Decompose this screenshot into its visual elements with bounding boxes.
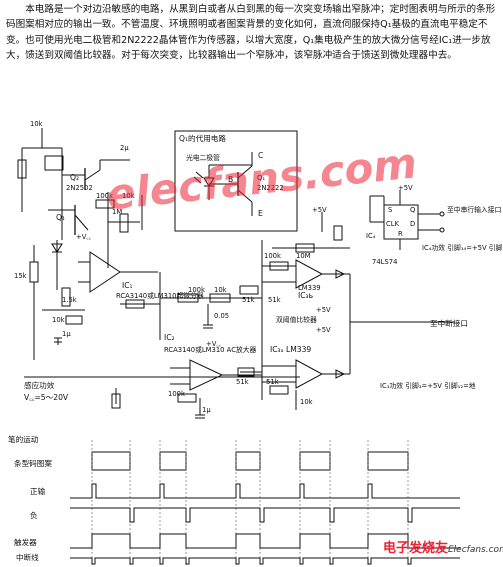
corner-watermark-en: Elecfans.com <box>448 545 503 555</box>
description-paragraph: 本电路是一个对边沿敏感的电路，从黑到白或者从白到黑的每一次突变场输出窄脉冲；定时… <box>6 2 498 64</box>
r-100k-bot: 100k <box>168 390 185 398</box>
r-100k-mid: 100k <box>188 286 205 294</box>
c-0-05: 0.05 <box>214 312 229 320</box>
inset-title: Q₁的代用电路 <box>179 133 226 143</box>
timing-row-label: 正输 <box>30 486 46 496</box>
ic3-lm339-top: LM339 <box>298 284 321 292</box>
r-10k-left: 10k <box>52 316 65 324</box>
ic3-comparators <box>237 212 420 410</box>
r-51k-top: 51k <box>242 296 255 304</box>
plus-vcc-ic2: +V꜀꜀ <box>206 340 222 348</box>
inset-b-label: B <box>228 175 233 184</box>
out-interrupt: 至中断接口 <box>430 318 468 328</box>
r-51k-bot2: 51k <box>266 378 279 386</box>
timing-title: 笔的运动 <box>8 434 39 444</box>
ic4-flipflop <box>369 190 455 323</box>
ic2-desc: RCA3140或LM310 AC放大器 <box>164 345 257 354</box>
plus5v-ic3a: +5V <box>316 326 331 334</box>
q2-r-label: 10k <box>30 120 43 128</box>
ic4-part: 74LS74 <box>372 258 397 266</box>
r-100k-ic3: 100k <box>264 252 281 260</box>
waveform-flipflop <box>70 533 460 549</box>
ic3a-label: IC₃ₐ LM339 <box>270 345 311 354</box>
ic1-desc: RCA3140或LM310超微分器 <box>116 291 204 300</box>
r-10k-bot: 10k <box>300 398 313 406</box>
ff-s: S <box>388 206 392 214</box>
ic3-type: 双阈值比较器 <box>276 315 317 324</box>
waveform-positive <box>70 483 460 499</box>
r-1m-left: 1M <box>112 208 122 216</box>
plus5v-ic3b: +5V <box>316 306 331 314</box>
ff-clk: CLK <box>386 220 400 228</box>
timing-rows: 条型码图案 正输 负 触发器 中断线 <box>14 458 52 562</box>
inset-e-label: E <box>258 209 263 218</box>
timing-row-label: 中断线 <box>16 552 39 562</box>
r-100k-top: 100k <box>96 192 113 200</box>
ic1-label: IC₁ <box>122 281 133 290</box>
q2-part: 2N2502 <box>66 184 93 192</box>
c-1u-bot: 1μ <box>202 406 211 414</box>
inset-box <box>174 130 298 232</box>
barcode-pattern <box>91 451 409 471</box>
corner-watermark-cn: 电子发烧友 <box>383 540 448 556</box>
r-51k-top2: 51k <box>268 296 281 304</box>
plus5v-top: +5V <box>312 206 327 214</box>
description-text: 本电路是一个对边沿敏感的电路，从黑到白或者从白到黑的每一次突变场输出窄脉冲；定时… <box>6 4 496 62</box>
c-1u-left: 1μ <box>62 330 71 338</box>
sensor-section <box>17 128 143 360</box>
inset-q1-label: Q₁ <box>257 174 265 182</box>
plus5v-ic4: +5V <box>398 184 413 192</box>
vcc-range: V꜀꜀=5～20V <box>24 393 69 402</box>
waveform-interrupt <box>70 557 460 565</box>
ic4-power: IC₄功效 引脚₁₄=+5V 引脚₇=地 <box>422 243 503 252</box>
timing-guides <box>91 440 409 565</box>
q1-label: Q₁ <box>56 213 65 222</box>
inset-transistor <box>209 152 253 216</box>
inset-diode-label: 光电二极管 <box>186 153 220 162</box>
r-51k-bot: 51k <box>236 378 249 386</box>
timing-row-label: 负 <box>30 510 38 520</box>
waveform-negative <box>70 507 460 523</box>
out-serial: 至中串行输入接口 <box>447 205 501 214</box>
inset-photodiode <box>193 165 215 200</box>
inset-c-label: C <box>258 151 263 160</box>
ff-r: R <box>398 230 403 238</box>
ff-q: Q <box>410 206 415 214</box>
c-2u-top: 2μ <box>120 144 129 152</box>
sense-label: 感应功效 <box>24 380 55 390</box>
corner-watermark: 电子发烧友 Elecfans.com <box>383 540 503 556</box>
inset-part-label: 2N2222 <box>257 184 284 192</box>
ic4-label: IC₄ <box>366 232 376 240</box>
r-10k-top: 10k <box>122 192 135 200</box>
r-10m: 10M <box>296 252 311 260</box>
r-1-5k: 1.5k <box>62 296 77 304</box>
ic1-opamp <box>78 251 161 340</box>
ff-d: D <box>410 220 415 228</box>
ic2-opamp <box>111 293 262 419</box>
ic3-power: IC₃功效 引脚₃=+5V 引脚₁₂=地 <box>380 381 476 390</box>
q2-label: Q₂ <box>70 173 79 182</box>
timing-row-label: 触发器 <box>14 537 37 547</box>
r-15k: 15k <box>14 272 27 280</box>
ic2-label: IC₂ <box>164 333 175 342</box>
ic3b-label: IC₃ь <box>298 291 314 300</box>
plus-vcc-left: +V꜀꜀ <box>76 233 92 241</box>
r-10k-mid: 10k <box>214 286 227 294</box>
timing-row-label: 条型码图案 <box>14 458 52 468</box>
